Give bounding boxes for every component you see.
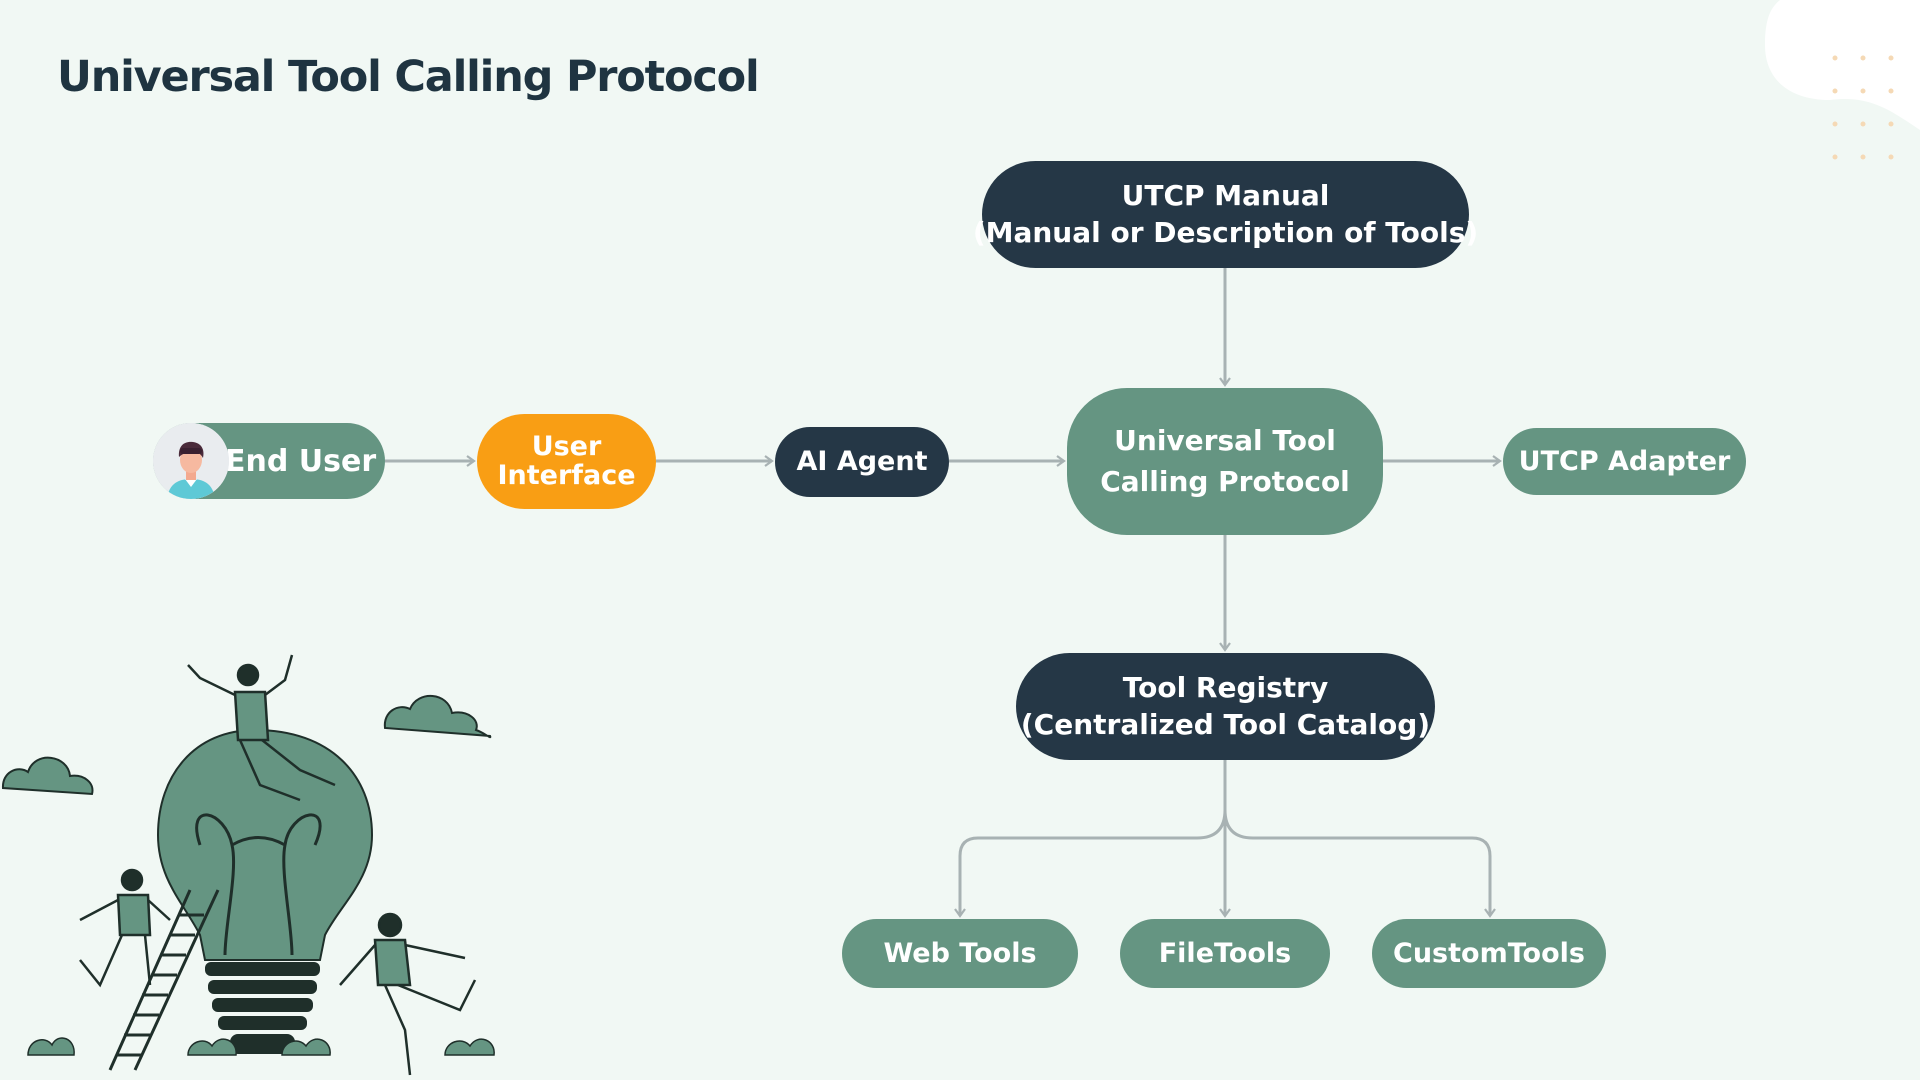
utcp-adapter-node: UTCP Adapter <box>1503 428 1746 495</box>
person-icon <box>79 868 171 988</box>
web-tools-node: Web Tools <box>842 919 1078 988</box>
utcp-core-node: Universal Tool Calling Protocol <box>1067 388 1383 535</box>
file-tools-node: FileTools <box>1120 919 1330 988</box>
cloud-icon <box>1 694 492 796</box>
tool-registry-title: Tool Registry <box>1122 671 1329 705</box>
utcp-manual-node: UTCP Manual (Manual or Description of To… <box>973 161 1478 268</box>
person-icon <box>187 654 336 802</box>
utcp-core-line1: Universal Tool <box>1114 423 1336 457</box>
file-tools-label: FileTools <box>1158 937 1292 969</box>
user-interface-line1: User <box>531 431 602 463</box>
edge-tool-registry-to-web-tools <box>954 809 1227 918</box>
web-tools-label: Web Tools <box>883 937 1037 969</box>
tool-registry-node: Tool Registry (Centralized Tool Catalog) <box>1016 653 1435 760</box>
edge-tool-registry-to-custom-tools <box>1223 809 1496 918</box>
page-title: Universal Tool Calling Protocol <box>57 52 760 102</box>
tool-registry-subtitle: (Centralized Tool Catalog) <box>1020 707 1431 741</box>
dot-grid-decoration <box>1765 0 1920 160</box>
ai-agent-label: AI Agent <box>796 446 928 478</box>
person-icon <box>339 912 477 1076</box>
custom-tools-node: CustomTools <box>1372 919 1606 988</box>
utcp-manual-subtitle: (Manual or Description of Tools) <box>972 215 1479 249</box>
end-user-label: End User <box>225 443 377 479</box>
ai-agent-node: AI Agent <box>775 427 949 497</box>
user-avatar-icon <box>153 423 229 499</box>
custom-tools-label: CustomTools <box>1393 937 1585 969</box>
lightbulb-teamwork-illustration <box>1 654 495 1076</box>
utcp-core-line2: Calling Protocol <box>1100 464 1350 498</box>
utcp-adapter-label: UTCP Adapter <box>1518 445 1731 477</box>
user-interface-line2: Interface <box>497 459 636 491</box>
user-interface-node: User Interface <box>477 414 656 509</box>
utcp-manual-title: UTCP Manual <box>1121 179 1330 213</box>
